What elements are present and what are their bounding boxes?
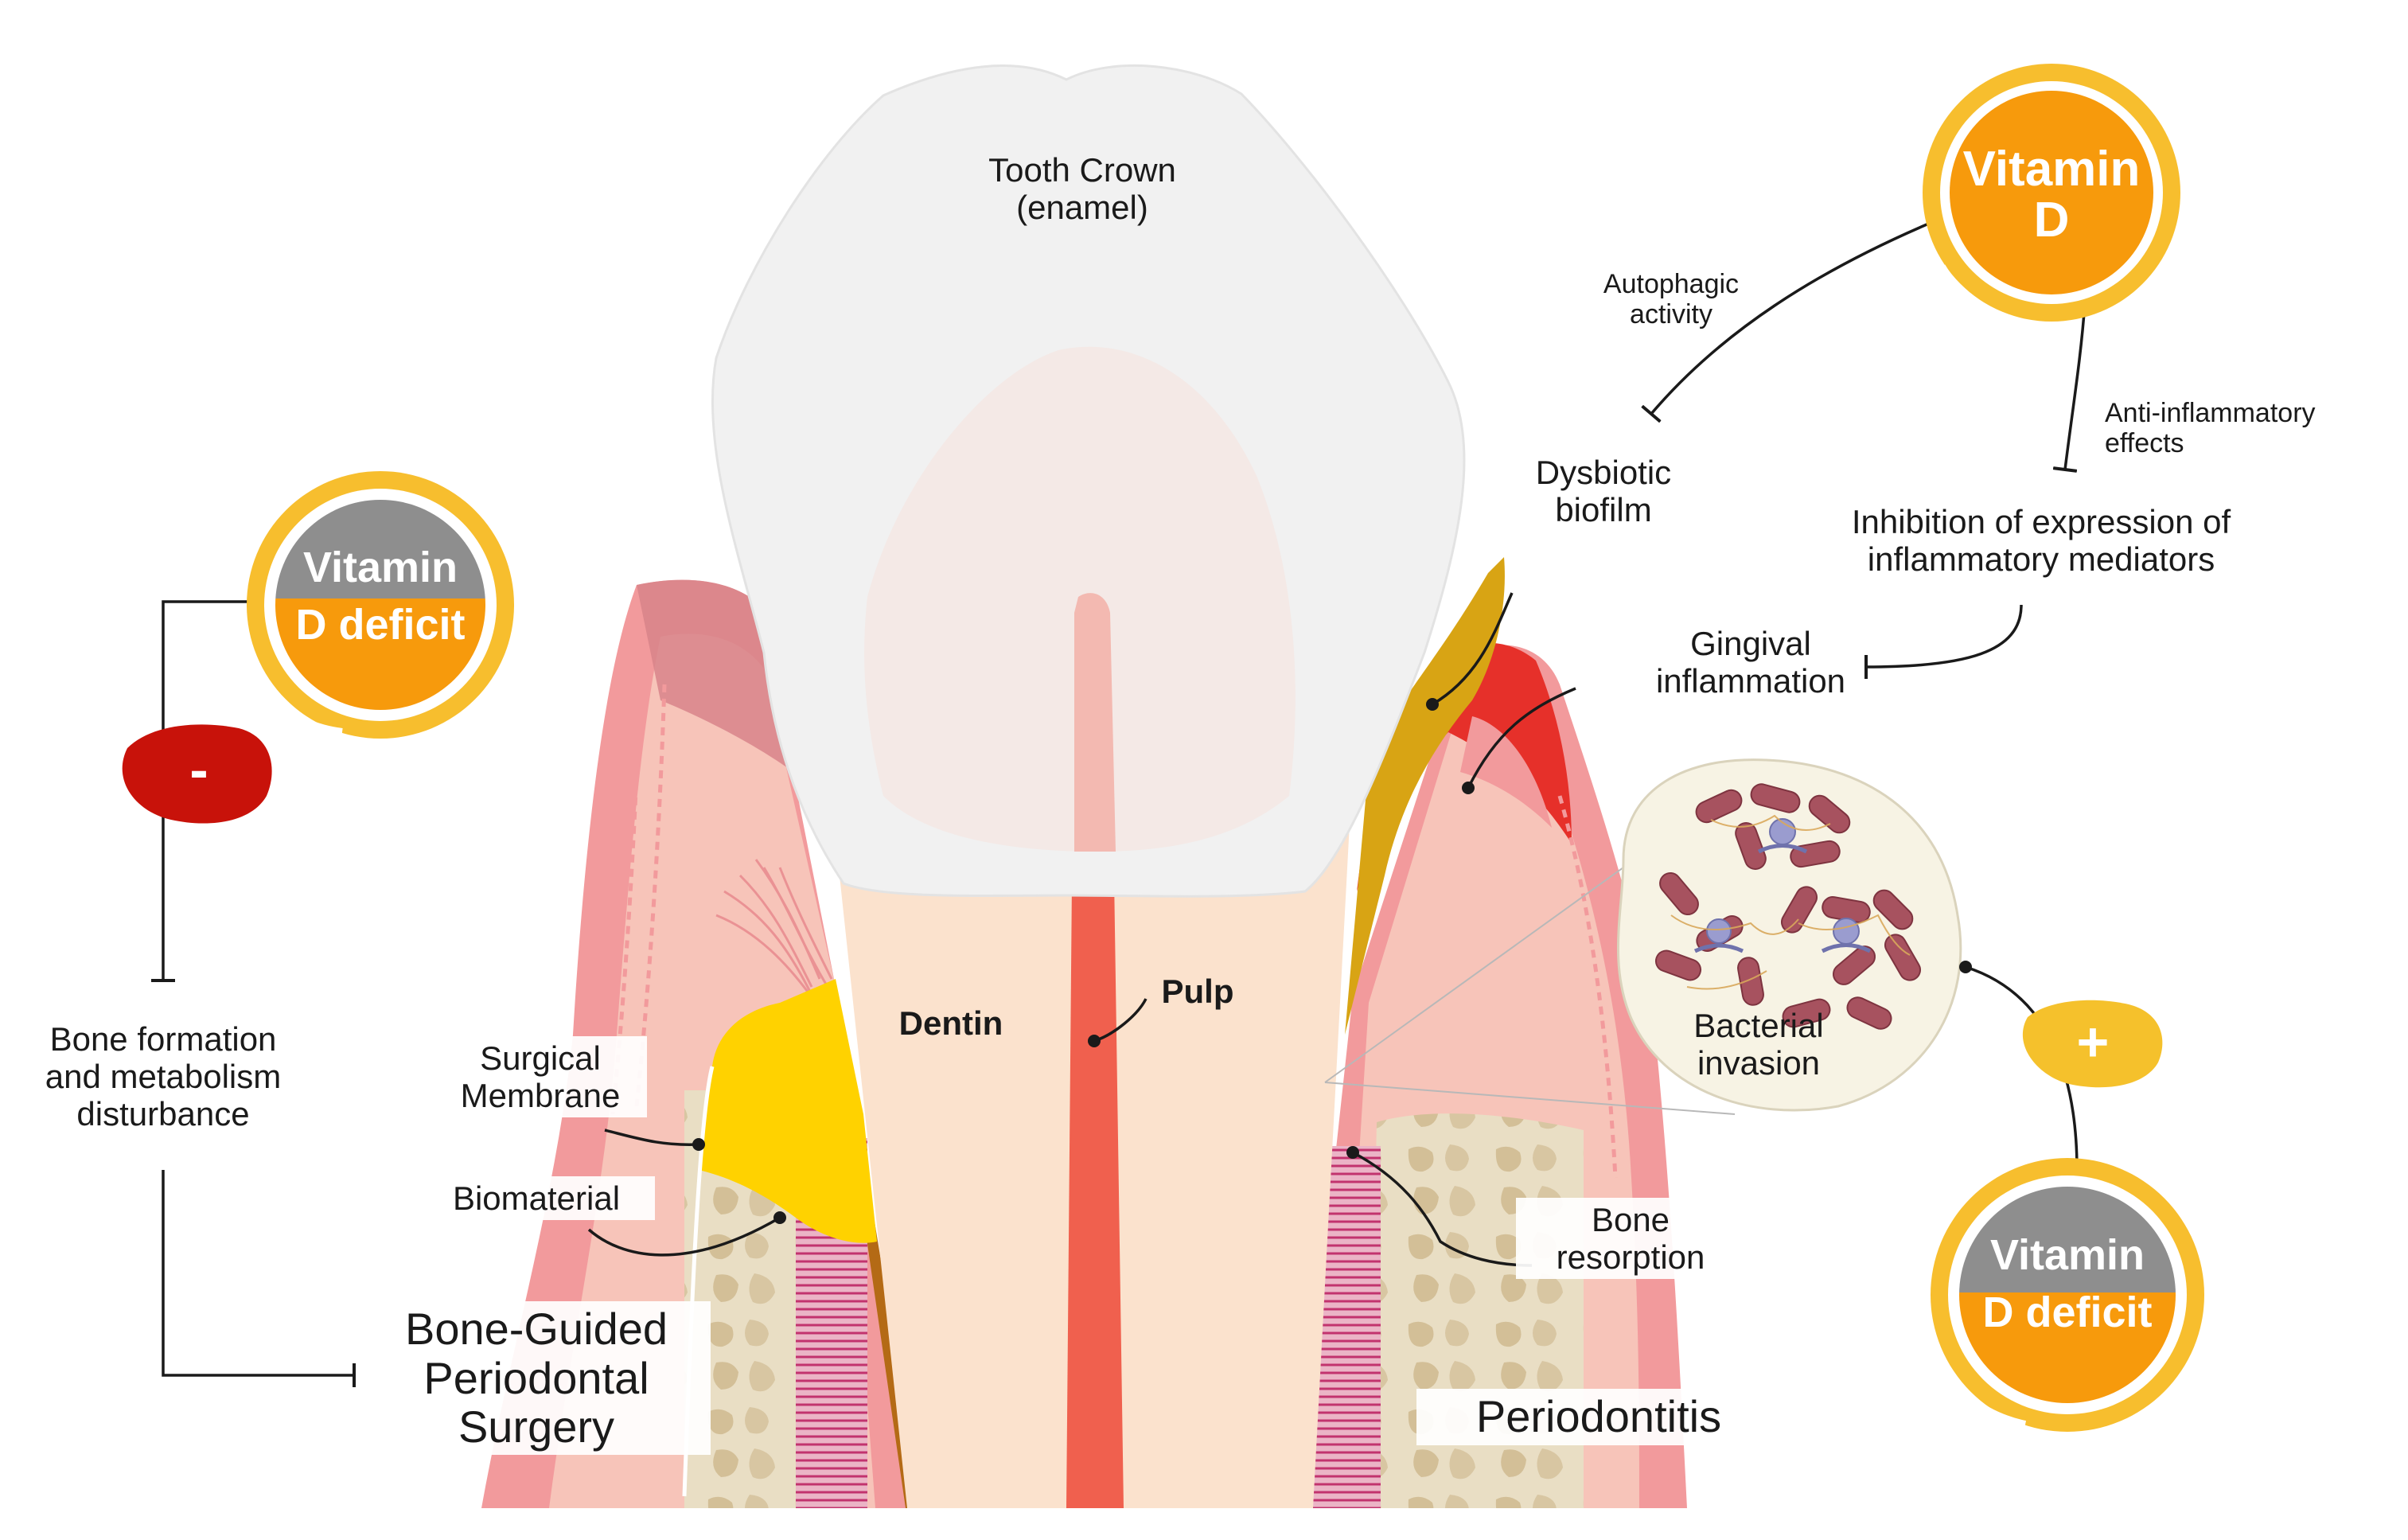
plus-effect-blob xyxy=(2022,1000,2163,1088)
anti-inflammatory-line2: effects xyxy=(2105,428,2184,459)
vitamin-d-deficit-right-line2: D deficit xyxy=(1982,1289,2153,1336)
periodontitis-label: Periodontitis xyxy=(1416,1389,1781,1445)
bone-formation-line2: and metabolism xyxy=(45,1058,282,1096)
vitamin-d-deficit-badge-right xyxy=(1931,1158,2204,1432)
vitamin-d-deficit-right-text: Vitamin D deficit xyxy=(1961,1234,2174,1334)
bone-formation-line3: disturbance xyxy=(76,1095,250,1133)
gingival-line1: Gingival xyxy=(1690,625,1811,662)
bone-resorption-line2: resorption xyxy=(1556,1238,1705,1277)
minus-effect-blob xyxy=(122,724,272,824)
right-alveolar-bone xyxy=(1369,1113,1584,1508)
bacterial-invasion-inset xyxy=(1324,758,1962,1115)
vitamin-d-badge xyxy=(1923,64,2180,322)
gingival-line2: inflammation xyxy=(1655,662,1846,700)
autophagic-activity-label: Autophagic activity xyxy=(1560,269,1783,329)
bacterial-invasion-label: Bacterial invasion xyxy=(1671,1007,1846,1082)
bone-formation-label: Bone formation and metabolism disturbanc… xyxy=(12,1020,314,1133)
anti-inflammatory-line1: Anti-inflammatory xyxy=(2105,398,2316,428)
pulp-label: Pulp xyxy=(1161,973,1234,1010)
biomaterial-label: Biomaterial xyxy=(418,1176,655,1221)
tooth-crown-label-line2: (enamel) xyxy=(1016,189,1148,227)
bone-guided-line2: Periodontal xyxy=(423,1352,649,1403)
dentin-label: Dentin xyxy=(898,1004,1003,1042)
bone-guided-surgery-label: Bone-Guided Periodontal Surgery xyxy=(362,1301,711,1455)
dysbiotic-line1: Dysbiotic xyxy=(1535,454,1672,491)
dysbiotic-line2: biofilm xyxy=(1555,491,1652,529)
inhibition-line2: inflammatory mediators xyxy=(1867,540,2215,579)
vitamin-d-deficit-right-line1: Vitamin xyxy=(1989,1231,2145,1279)
plus-sign: + xyxy=(2076,1011,2110,1073)
bone-resorption-line1: Bone xyxy=(1591,1201,1670,1238)
autophagic-line1: Autophagic xyxy=(1603,269,1740,299)
bacterial-line2: invasion xyxy=(1697,1044,1821,1082)
bone-formation-line1: Bone formation xyxy=(49,1020,277,1058)
vitamin-d-badge-line1: Vitamin xyxy=(1962,142,2141,197)
tooth-crown-label: Tooth Crown (enamel) xyxy=(963,151,1202,226)
surgical-line1: Surgical xyxy=(480,1039,601,1077)
bone-guided-line1: Bone-Guided xyxy=(404,1304,668,1354)
bacterial-line1: Bacterial xyxy=(1693,1007,1824,1044)
minus-sign: - xyxy=(189,739,208,801)
vitamin-d-badge-line2: D xyxy=(2033,193,2070,248)
inhibition-line1: Inhibition of expression of xyxy=(1851,503,2231,540)
surgical-line2: Membrane xyxy=(460,1077,621,1115)
tooth-crown-label-line1: Tooth Crown xyxy=(988,151,1176,189)
surgical-membrane-label: Surgical Membrane xyxy=(434,1036,647,1118)
vitamin-d-deficit-badge-left xyxy=(247,471,514,739)
surgical-membrane xyxy=(699,979,877,1243)
vitamin-d-deficit-left-line1: Vitamin xyxy=(302,544,458,591)
gingival-inflammation-label: Gingival inflammation xyxy=(1631,625,1870,700)
anti-inflammatory-label: Anti-inflammatory effects xyxy=(2105,398,2375,458)
inhibition-label: Inhibition of expression of inflammatory… xyxy=(1779,503,2304,578)
bone-resorption-label: Bone resorption xyxy=(1516,1198,1745,1280)
vitamin-d-deficit-left-line2: D deficit xyxy=(295,601,466,649)
vitamin-d-badge-text: Vitamin D xyxy=(1950,145,2153,245)
bone-guided-line3: Surgery xyxy=(458,1402,615,1452)
dysbiotic-biofilm-label: Dysbiotic biofilm xyxy=(1500,454,1707,528)
vitamin-d-deficit-left-text: Vitamin D deficit xyxy=(275,546,485,646)
autophagic-line2: activity xyxy=(1630,299,1712,330)
